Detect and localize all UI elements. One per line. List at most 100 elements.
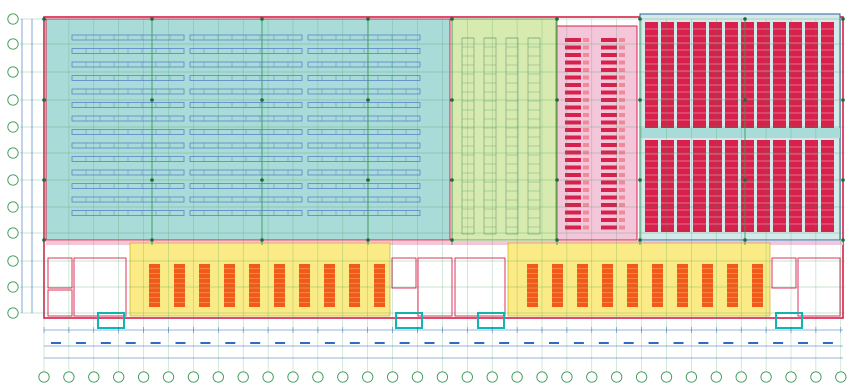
dimension-value-mark bbox=[648, 342, 659, 344]
column-grid-bubble bbox=[486, 371, 498, 383]
pink-zone-pallet bbox=[565, 173, 581, 177]
pink-zone-pallet bbox=[619, 83, 625, 87]
pink-zone-pallet bbox=[619, 195, 625, 200]
column-marker bbox=[841, 17, 845, 21]
dimension-value-mark bbox=[349, 342, 360, 344]
dimension-value-mark bbox=[300, 342, 310, 344]
column-marker bbox=[743, 178, 747, 182]
column-marker bbox=[42, 178, 46, 182]
pink-zone-pallet bbox=[583, 195, 589, 200]
pink-zone-pallet bbox=[619, 188, 625, 192]
row-grid-bubble bbox=[7, 147, 19, 159]
pink-zone-pallet bbox=[565, 210, 581, 215]
red-rack-block bbox=[821, 22, 834, 128]
dimension-value-mark bbox=[573, 342, 584, 344]
red-rack-block bbox=[709, 140, 722, 232]
column-marker bbox=[638, 17, 642, 21]
room bbox=[47, 257, 73, 289]
row-grid-bubble bbox=[7, 94, 19, 106]
column-marker bbox=[366, 17, 370, 21]
pink-zone-pallet bbox=[565, 195, 581, 200]
row-grid-bubble bbox=[7, 13, 19, 25]
dimension-value-mark bbox=[125, 342, 136, 344]
dimension-value-mark bbox=[673, 342, 684, 344]
dimension-value-mark bbox=[225, 342, 236, 344]
column-grid-bubble bbox=[312, 371, 324, 383]
pink-zone-pallet bbox=[565, 128, 581, 132]
row-grid-bubble bbox=[7, 307, 19, 319]
column-grid-bubble bbox=[710, 371, 722, 383]
dimension-value-mark bbox=[200, 342, 211, 344]
dimension-value-mark bbox=[399, 342, 410, 344]
column-marker bbox=[638, 98, 642, 102]
dimension-value-mark bbox=[150, 342, 161, 344]
red-rack-block bbox=[741, 22, 754, 128]
red-rack-block bbox=[821, 140, 834, 232]
orange-rack bbox=[224, 264, 235, 307]
pink-zone-pallet bbox=[619, 225, 625, 230]
orange-rack bbox=[299, 264, 310, 307]
column-marker bbox=[743, 238, 747, 242]
red-rack-block bbox=[661, 140, 674, 232]
pink-zone-pallet bbox=[601, 53, 617, 57]
pink-zone-pallet bbox=[583, 173, 589, 177]
dimension-value-mark bbox=[723, 342, 734, 344]
orange-rack bbox=[727, 264, 738, 307]
red-rack-block bbox=[725, 22, 738, 128]
pink-zone-pallet bbox=[583, 45, 589, 50]
pink-zone-pallet bbox=[601, 188, 617, 192]
orange-rack bbox=[527, 264, 538, 307]
dimension-value-mark bbox=[449, 342, 460, 344]
dimension-value-mark bbox=[598, 342, 609, 344]
dimension-value-mark bbox=[499, 342, 510, 344]
column-marker bbox=[42, 238, 46, 242]
column-grid-bubble bbox=[63, 371, 75, 383]
column-grid-bubble bbox=[411, 371, 424, 383]
column-marker bbox=[150, 98, 154, 102]
orange-rack bbox=[349, 264, 360, 307]
red-rack-block bbox=[773, 22, 786, 128]
pink-zone-pallet bbox=[619, 158, 625, 162]
pink-zone-pallet bbox=[565, 135, 581, 140]
column-grid-bubble bbox=[685, 371, 698, 383]
pink-zone-pallet bbox=[583, 128, 589, 132]
column-marker bbox=[150, 17, 154, 21]
room bbox=[391, 257, 417, 289]
pink-zone-pallet bbox=[601, 210, 617, 215]
pink-zone-pallet bbox=[583, 60, 589, 65]
column-marker bbox=[450, 238, 454, 242]
lower-band-top bbox=[46, 241, 843, 245]
column-marker bbox=[366, 98, 370, 102]
pink-zone-pallet bbox=[601, 38, 617, 42]
orange-rack bbox=[627, 264, 638, 307]
dimension-value-mark bbox=[324, 342, 335, 344]
pink-zone-pallet bbox=[565, 105, 581, 110]
dimension-value-mark bbox=[474, 342, 485, 344]
pink-zone-pallet bbox=[619, 38, 625, 42]
column-marker bbox=[841, 178, 845, 182]
column-grid-bubble bbox=[635, 371, 648, 383]
orange-rack bbox=[324, 264, 335, 307]
column-grid-bubble bbox=[760, 371, 772, 383]
pink-zone-pallet bbox=[601, 180, 617, 185]
dimension-value-mark bbox=[424, 342, 435, 344]
pink-zone-pallet bbox=[601, 45, 617, 50]
pink-zone-pallet bbox=[565, 45, 581, 50]
dimension-value-mark bbox=[549, 342, 559, 344]
pink-zone-pallet bbox=[619, 45, 625, 50]
orange-rack bbox=[752, 264, 763, 307]
column-marker bbox=[638, 178, 642, 182]
dimension-lines bbox=[21, 19, 843, 359]
row-grid-bubble bbox=[7, 174, 19, 186]
column-grid-bubble bbox=[237, 371, 249, 383]
pink-zone-pallet bbox=[619, 113, 625, 117]
pink-zone-pallet bbox=[619, 135, 625, 140]
pink-zone-pallet bbox=[565, 188, 581, 192]
pink-zone-pallet bbox=[601, 225, 617, 230]
column-grid-bubble bbox=[287, 371, 299, 383]
red-rack-block bbox=[677, 140, 690, 232]
column-marker bbox=[555, 238, 559, 242]
dimension-value-mark bbox=[698, 342, 709, 344]
pink-zone-pallet bbox=[583, 90, 589, 95]
